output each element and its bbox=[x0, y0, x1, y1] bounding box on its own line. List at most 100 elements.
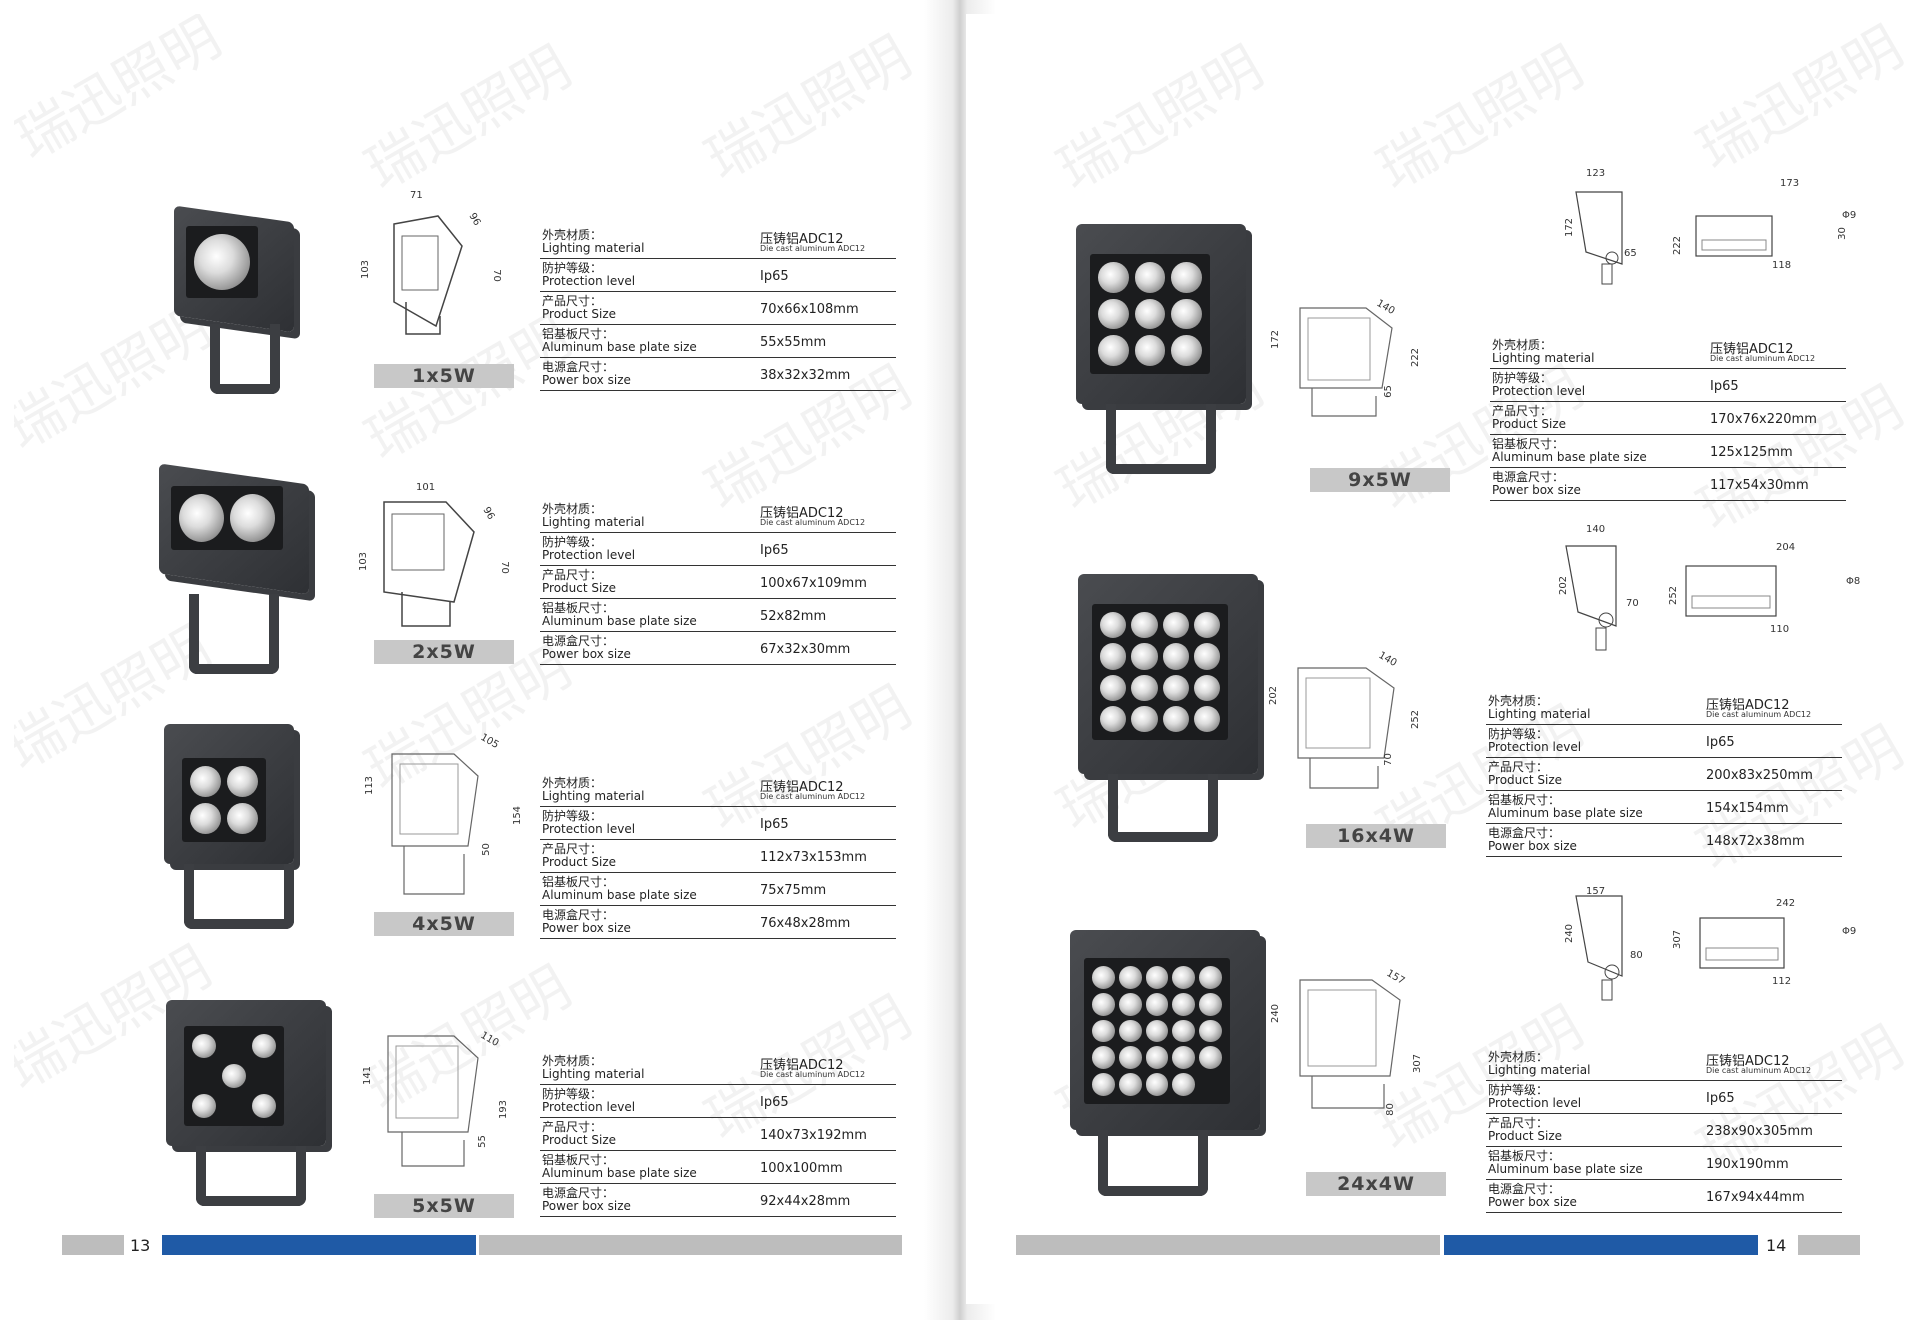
dim-label: 252 bbox=[1410, 709, 1422, 730]
led-icon bbox=[1145, 1073, 1169, 1096]
watermark: 瑞迅照明 bbox=[1047, 34, 1274, 203]
watermark: 瑞迅照明 bbox=[1367, 34, 1594, 203]
led-icon bbox=[1134, 262, 1166, 293]
lamp-outline-icon bbox=[393, 215, 463, 335]
led-icon bbox=[1193, 643, 1220, 670]
led-icon bbox=[1172, 1073, 1196, 1096]
dim-label: 204 bbox=[1776, 542, 1796, 553]
led-icon bbox=[1118, 1019, 1142, 1043]
led-icon bbox=[1162, 705, 1189, 732]
dim-label: 112 bbox=[1772, 976, 1792, 987]
product-label: 4x5W bbox=[374, 912, 514, 936]
dim-label: Φ8 bbox=[1846, 576, 1861, 587]
led-icon bbox=[1100, 705, 1127, 732]
footer-bar bbox=[1016, 1235, 1440, 1255]
dim-label: 240 bbox=[1564, 923, 1576, 944]
led-icon bbox=[1199, 1019, 1222, 1043]
led-icon bbox=[1172, 1019, 1196, 1043]
dimension-drawing bbox=[374, 492, 484, 632]
side-view-drawing bbox=[1566, 888, 1866, 1004]
dim-label: 154 bbox=[512, 805, 524, 826]
dim-label: 172 bbox=[1564, 217, 1576, 238]
led-icon bbox=[1098, 335, 1129, 366]
product-label: 24x4W bbox=[1306, 1172, 1446, 1196]
led-icon bbox=[1199, 966, 1222, 989]
dim-label: 103 bbox=[358, 551, 370, 572]
side-view-drawing bbox=[1566, 182, 1866, 292]
led-icon bbox=[1131, 705, 1158, 732]
led-icon bbox=[194, 234, 250, 290]
led-icon bbox=[1162, 612, 1189, 639]
lamp-outline-icon bbox=[1299, 307, 1393, 417]
product-label: 2x5W bbox=[374, 640, 514, 664]
footer-bar bbox=[479, 1235, 902, 1255]
led-icon bbox=[1172, 1046, 1196, 1070]
watermark: 瑞迅照明 bbox=[355, 34, 582, 203]
led-icon bbox=[1199, 1046, 1222, 1070]
led-icon bbox=[190, 766, 221, 797]
side-view-outline-icon bbox=[1565, 545, 1777, 651]
dimension-drawing bbox=[376, 206, 472, 341]
led-icon bbox=[1172, 992, 1196, 1016]
led-icon bbox=[1145, 1019, 1169, 1043]
dim-label: Φ9 bbox=[1842, 210, 1857, 221]
page-number: 14 bbox=[1766, 1236, 1787, 1255]
led-icon bbox=[1193, 674, 1220, 701]
led-icon bbox=[1131, 612, 1158, 639]
dimension-drawing bbox=[378, 1032, 488, 1172]
led-icon bbox=[1118, 1073, 1142, 1096]
led-icon bbox=[1172, 966, 1196, 989]
led-icon bbox=[1171, 298, 1202, 330]
product-label: 9x5W bbox=[1310, 468, 1450, 492]
led-icon bbox=[1145, 1046, 1169, 1070]
dim-label: 55 bbox=[476, 1135, 488, 1148]
footer-bar-accent bbox=[162, 1235, 476, 1255]
dim-label: 140 bbox=[1586, 524, 1606, 535]
dim-label: 173 bbox=[1780, 178, 1800, 189]
dimension-drawing bbox=[1290, 664, 1402, 794]
lamp-outline-icon bbox=[391, 753, 479, 895]
side-view-drawing bbox=[1556, 538, 1866, 658]
led-icon bbox=[230, 494, 275, 542]
dim-label: 222 bbox=[1672, 235, 1684, 256]
dim-label: 70 bbox=[1382, 753, 1394, 766]
led-icon bbox=[227, 803, 258, 834]
side-view-outline-icon bbox=[1575, 191, 1773, 285]
dimension-drawing bbox=[1292, 304, 1402, 424]
footer-bar-accent bbox=[1444, 1235, 1758, 1255]
led-icon bbox=[1162, 674, 1189, 701]
dimension-drawing bbox=[382, 750, 492, 900]
dim-label: 118 bbox=[1772, 260, 1792, 271]
watermark: 瑞迅照明 bbox=[14, 14, 232, 173]
led-icon bbox=[1118, 966, 1142, 989]
led-icon bbox=[222, 1064, 246, 1088]
led-icon bbox=[1100, 674, 1127, 701]
led-icon bbox=[1092, 1046, 1115, 1070]
dim-label: 30 bbox=[1836, 227, 1848, 240]
dim-label: 252 bbox=[1668, 585, 1680, 606]
led-icon bbox=[1193, 612, 1220, 639]
dim-label: 70 bbox=[490, 269, 502, 282]
led-icon bbox=[1145, 992, 1169, 1016]
